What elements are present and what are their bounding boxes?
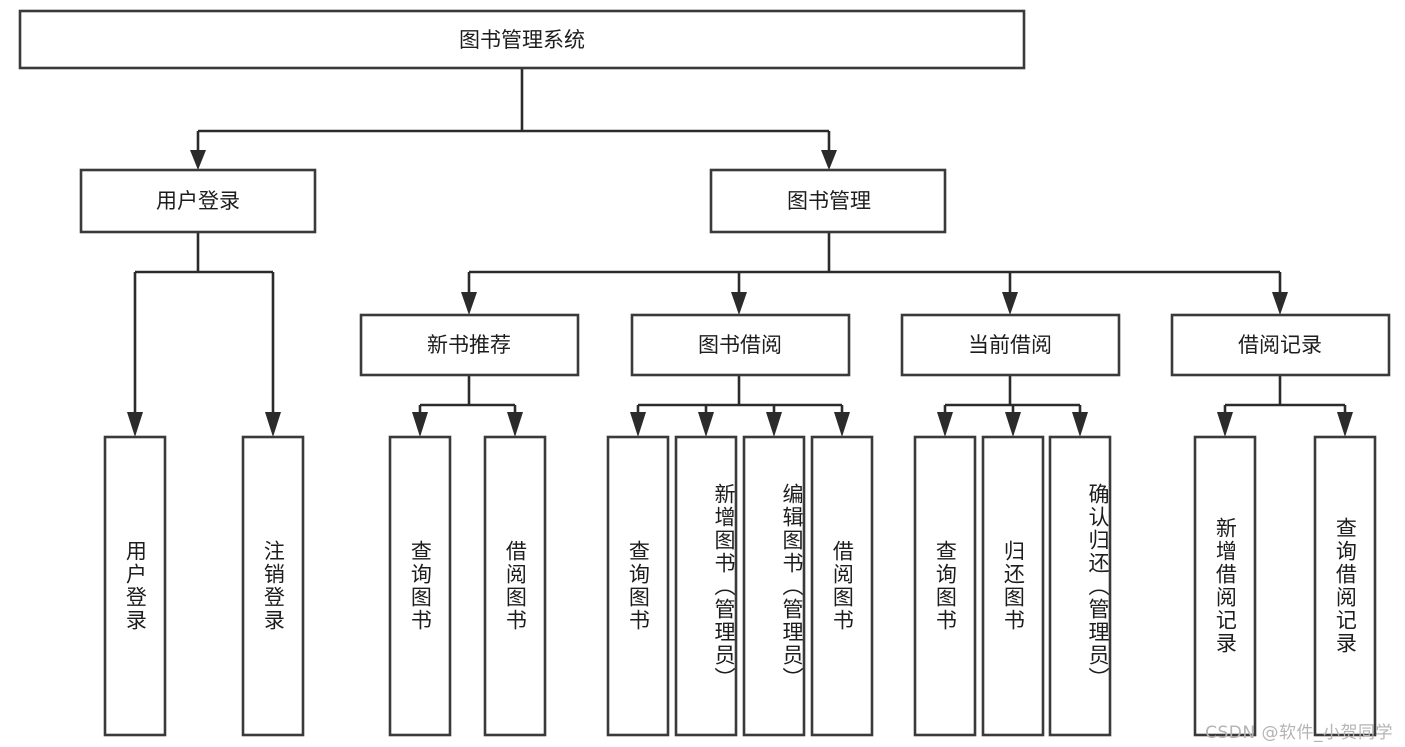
node-new-book-rec-label: 新书推荐 [427,333,511,357]
leaf-return-book-box[interactable] [981,435,1045,737]
watermark-text: CSDN @软件_小贺同学 [1205,723,1393,743]
arrowhead-leaf-query-record [1337,412,1353,437]
leaf-query-record-box[interactable] [1313,435,1377,737]
node-root[interactable]: 图书管理系统 [18,9,1026,70]
arrowhead-leaf-edit-book [766,412,782,437]
connector-layer [127,68,1353,437]
node-book-manage-label: 图书管理 [787,189,871,213]
leaf-borrow-book-1-box[interactable] [483,435,547,737]
node-user-login-box[interactable] [79,168,317,234]
node-book-manage-box[interactable] [709,168,947,234]
leaf-edit-book-box[interactable] [742,435,806,737]
arrowhead-book-manage [821,150,837,170]
leaf-add-book-box[interactable] [674,435,738,737]
arrowhead-new-book-rec [461,292,477,315]
leaf-borrow-book-2-box[interactable] [810,435,874,737]
node-current-borrow-box[interactable] [900,313,1121,377]
arrowhead-leaf-add-book [698,412,714,437]
arrowhead-borrow-record [1272,292,1288,315]
arrowhead-leaf-return-book [1005,412,1021,437]
node-user-login[interactable]: 用户登录 [79,168,317,234]
arrowhead-leaf-user-login [127,412,143,437]
leaf-user-login-box[interactable] [103,435,167,737]
arrowhead-book-borrow [731,292,747,315]
arrowhead-leaf-add-record [1217,412,1233,437]
leaf-box-layer [103,435,1377,737]
node-new-book-rec[interactable]: 新书推荐 [359,313,580,377]
arrowhead-user-login [190,150,206,170]
node-current-borrow[interactable]: 当前借阅 [900,313,1121,377]
arrowhead-leaf-borrow-book-1 [507,412,523,437]
arrowhead-leaf-confirm-return [1072,412,1088,437]
node-book-manage[interactable]: 图书管理 [709,168,947,234]
leaf-query-book-1-box[interactable] [388,435,452,737]
node-book-borrow[interactable]: 图书借阅 [630,313,851,377]
arrowhead-leaf-query-book-2 [630,412,646,437]
node-book-borrow-box[interactable] [630,313,851,377]
leaf-logout-box[interactable] [241,435,305,737]
arrowhead-leaf-query-book-3 [937,412,953,437]
leaf-query-book-2-box[interactable] [606,435,670,737]
node-new-book-rec-box[interactable] [359,313,580,377]
node-borrow-record-box[interactable] [1170,313,1391,377]
node-borrow-record-label: 借阅记录 [1238,333,1322,357]
node-borrow-record[interactable]: 借阅记录 [1170,313,1391,377]
leaf-confirm-return-box[interactable] [1048,435,1112,737]
arrowhead-current-borrow [1002,292,1018,315]
node-root-label: 图书管理系统 [459,28,585,52]
node-book-borrow-label: 图书借阅 [698,333,782,357]
arrowhead-leaf-borrow-book-2 [834,412,850,437]
arrowhead-leaf-query-book-1 [412,412,428,437]
arrowhead-leaf-logout [265,412,281,437]
node-user-login-label: 用户登录 [156,189,240,213]
leaf-query-book-3-box[interactable] [913,435,977,737]
leaf-add-record-box[interactable] [1193,435,1257,737]
node-root-box[interactable] [18,9,1026,70]
node-current-borrow-label: 当前借阅 [968,333,1052,357]
